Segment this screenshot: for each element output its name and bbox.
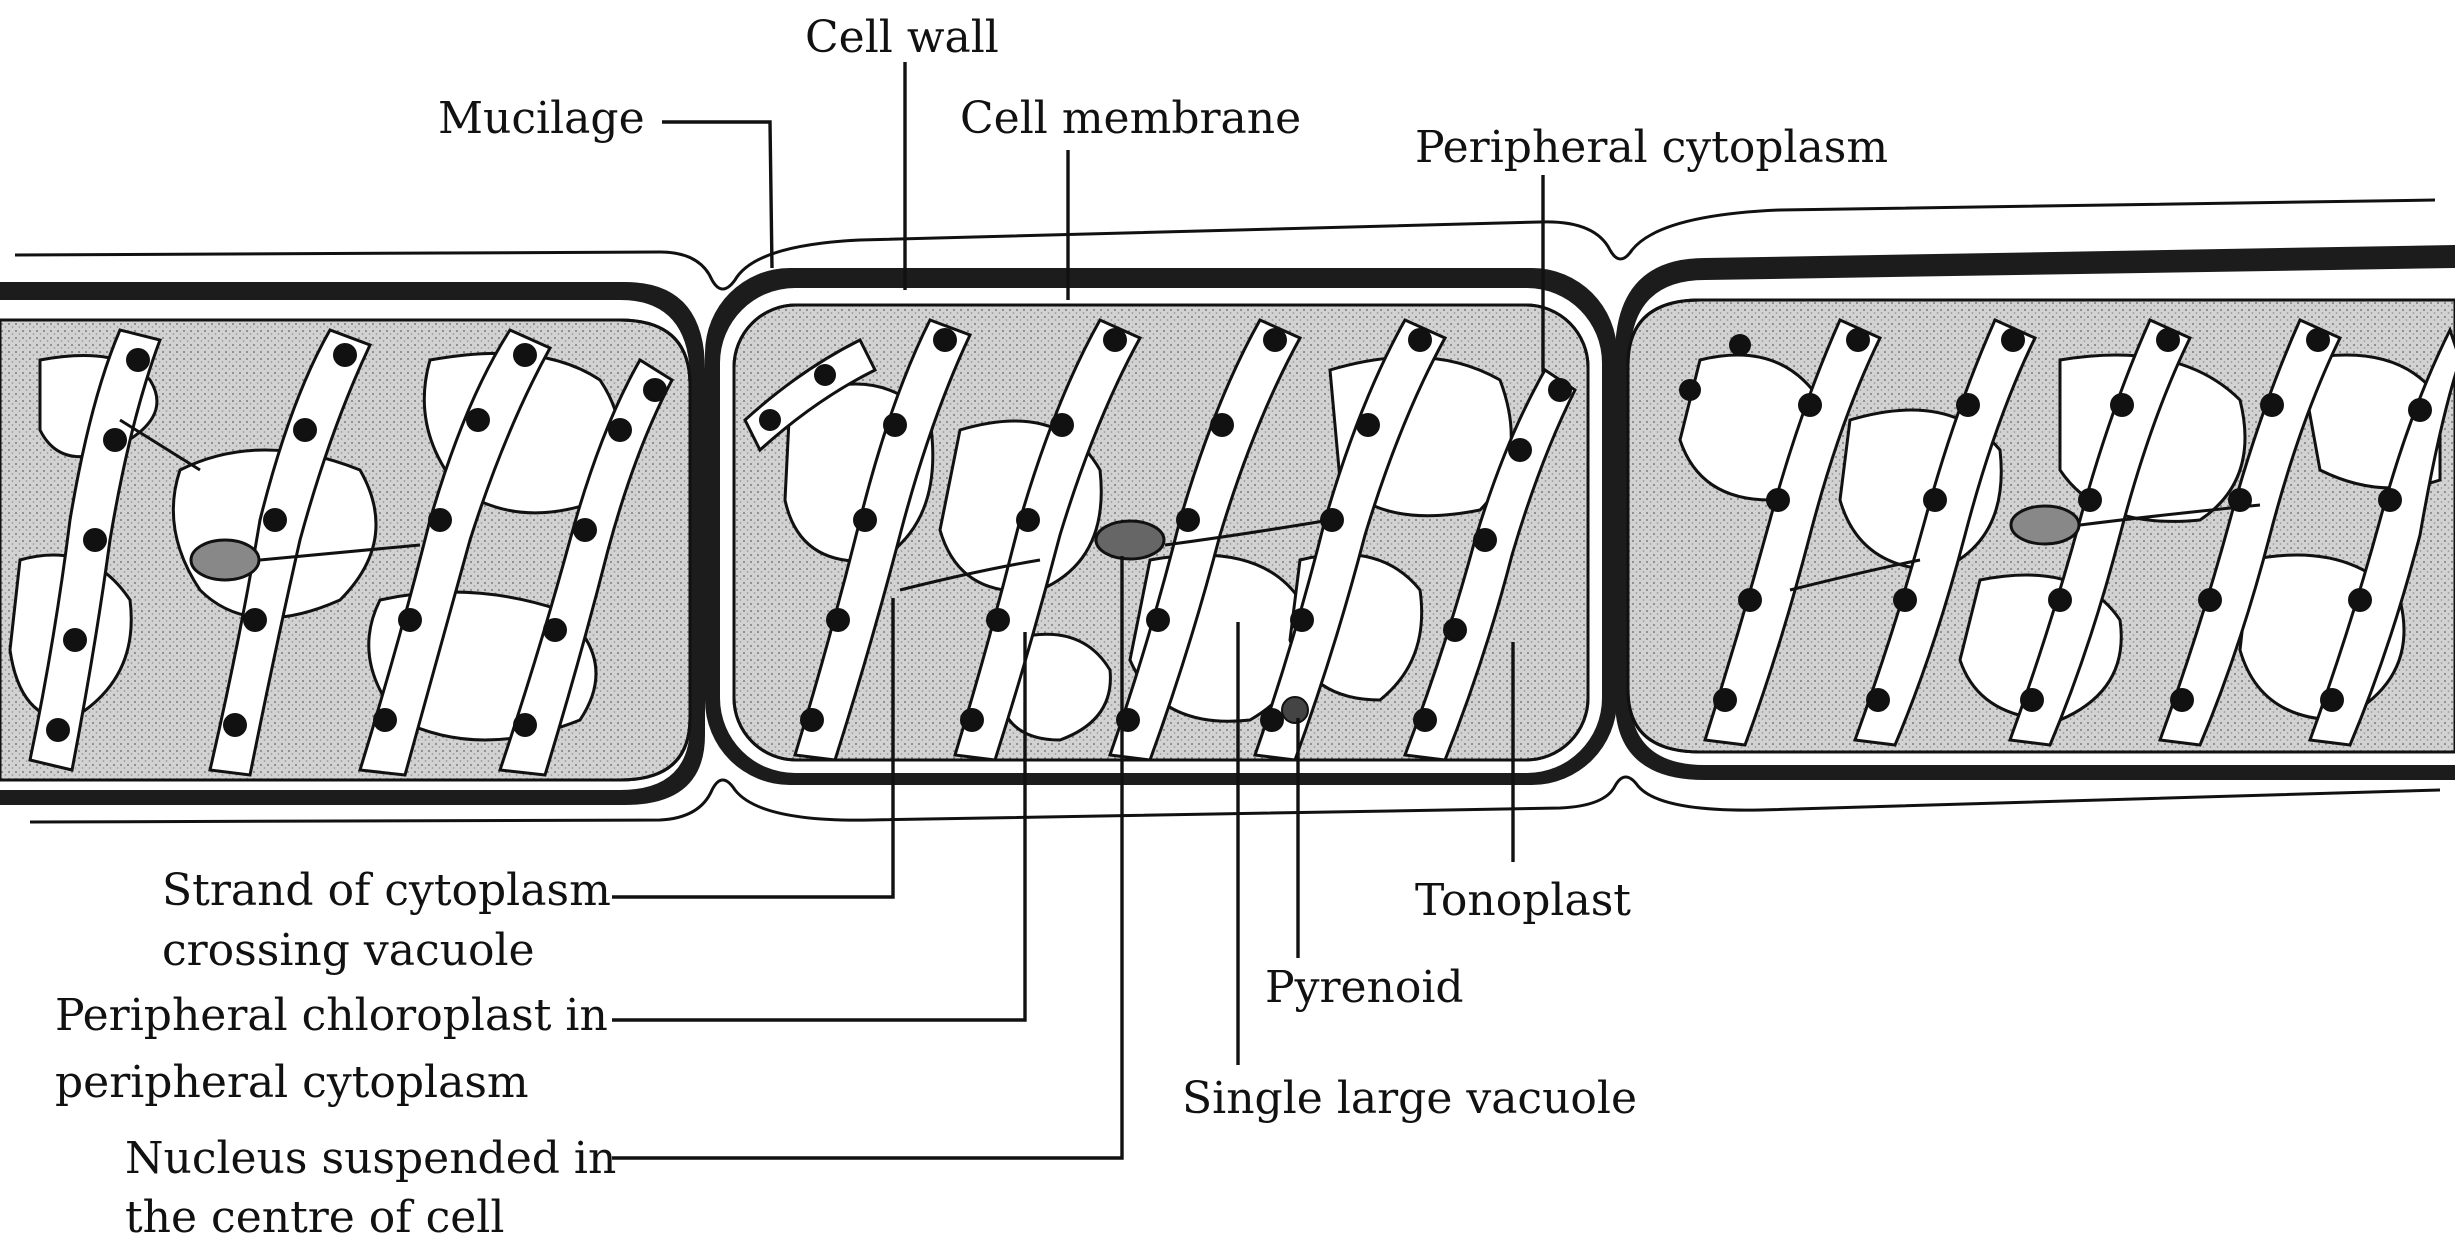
label-cell-membrane: Cell membrane	[960, 93, 1301, 144]
label-nucleus-line2: the centre of cell	[125, 1192, 504, 1243]
label-peripheral-cytoplasm: Peripheral cytoplasm	[1415, 122, 1888, 173]
left-cell	[0, 282, 705, 805]
label-strand-line1: Strand of cytoplasm	[162, 865, 611, 916]
label-tonoplast: Tonoplast	[1415, 875, 1631, 926]
label-mucilage: Mucilage	[438, 93, 645, 144]
right-cell	[1615, 245, 2455, 780]
label-nucleus-line1: Nucleus suspended in	[125, 1133, 616, 1184]
middle-cell	[705, 268, 1617, 785]
label-chloroplast-line2: peripheral cytoplasm	[55, 1057, 529, 1108]
label-pyrenoid: Pyrenoid	[1265, 962, 1464, 1013]
label-single-large-vacuole: Single large vacuole	[1182, 1073, 1637, 1124]
label-chloroplast-line1: Peripheral chloroplast in	[55, 990, 608, 1041]
label-cell-wall: Cell wall	[805, 12, 999, 63]
label-strand-line2: crossing vacuole	[162, 925, 535, 976]
leader-mucilage	[662, 122, 772, 268]
